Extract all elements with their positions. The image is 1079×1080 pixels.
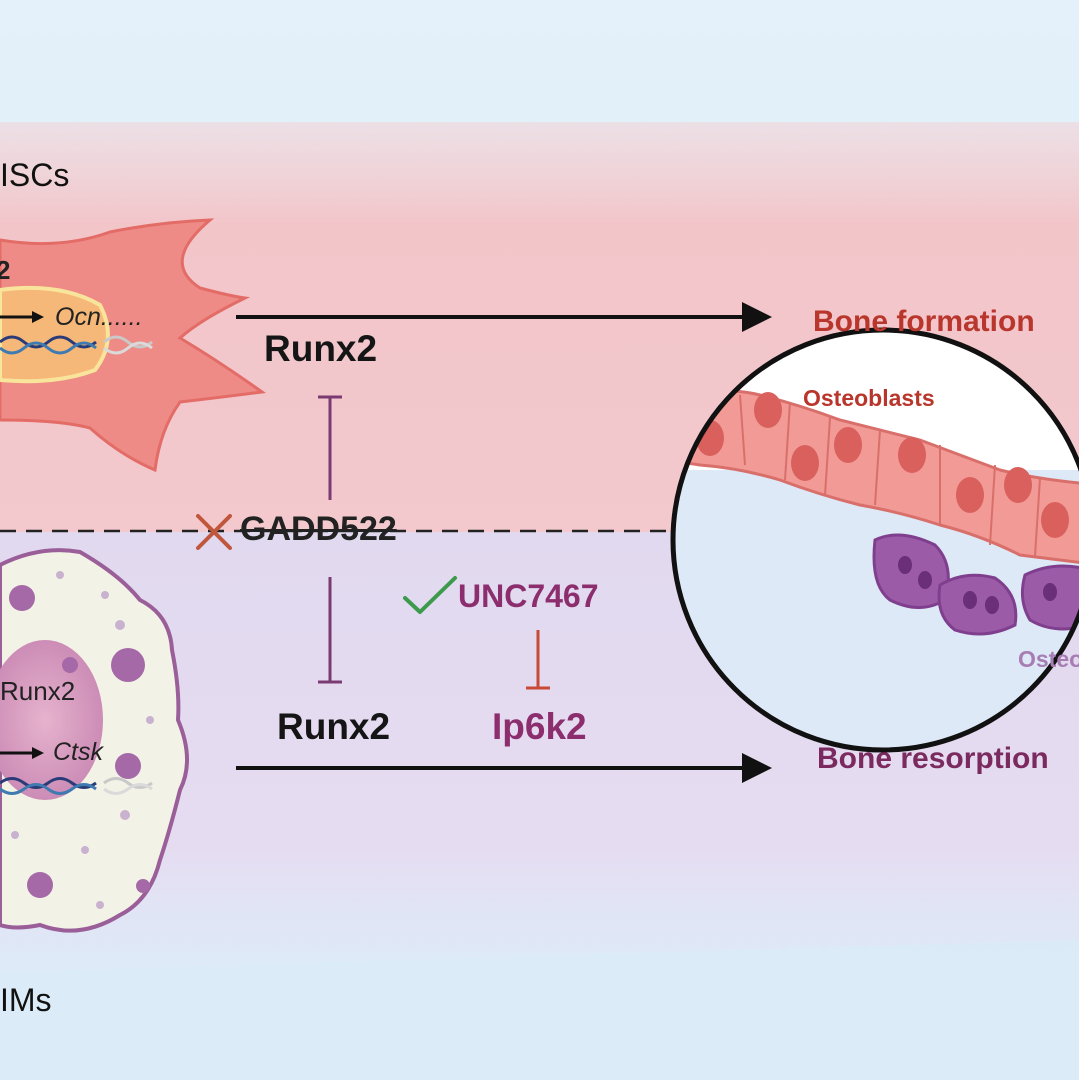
osteoblast-layer bbox=[678, 389, 1079, 567]
osteoblasts-label: Osteoblasts bbox=[803, 385, 935, 411]
dna-helix-bottom bbox=[0, 777, 153, 795]
osteoclasts-label: Osteo bbox=[1018, 646, 1079, 672]
osteoclast-layer bbox=[872, 533, 1079, 636]
inhibit-line-upper bbox=[318, 395, 342, 500]
blocked-compound-label: GADD522 bbox=[240, 510, 397, 548]
check-icon bbox=[403, 576, 457, 614]
bone-resorption-title: Bone resorption bbox=[817, 742, 1049, 775]
bottom-panel-label: IMs bbox=[0, 982, 52, 1018]
bone-formation-title: Bone formation bbox=[813, 305, 1035, 338]
transcription-arrowhead-bottom bbox=[32, 747, 44, 759]
bottom-arrow-runx2-label: Runx2 bbox=[277, 706, 391, 747]
bottom-gene-target: Ctsk bbox=[53, 738, 103, 766]
inhibit-line-ip6k2 bbox=[526, 630, 550, 690]
top-panel-label: ISCs bbox=[0, 157, 70, 193]
top-cell-gene-label: 2 bbox=[0, 255, 11, 285]
macrophage-cell bbox=[0, 548, 190, 933]
inhibit-line-lower bbox=[318, 577, 342, 684]
transcription-arrowhead-top bbox=[32, 311, 44, 323]
cross-icon bbox=[196, 514, 232, 550]
active-compound-label: UNC7467 bbox=[458, 578, 599, 614]
bone-magnified-circle bbox=[670, 327, 1079, 753]
formation-arrowhead bbox=[742, 302, 772, 332]
dna-helix-top bbox=[0, 335, 153, 355]
target-label: Ip6k2 bbox=[492, 706, 587, 747]
resorption-arrowhead bbox=[742, 753, 772, 783]
top-arrow-runx2-label: Runx2 bbox=[264, 328, 378, 369]
top-gene-target: Ocn...... bbox=[55, 303, 143, 331]
bottom-cell-gene-label: Runx2 bbox=[0, 676, 76, 706]
bottom-glow bbox=[0, 940, 1079, 1080]
